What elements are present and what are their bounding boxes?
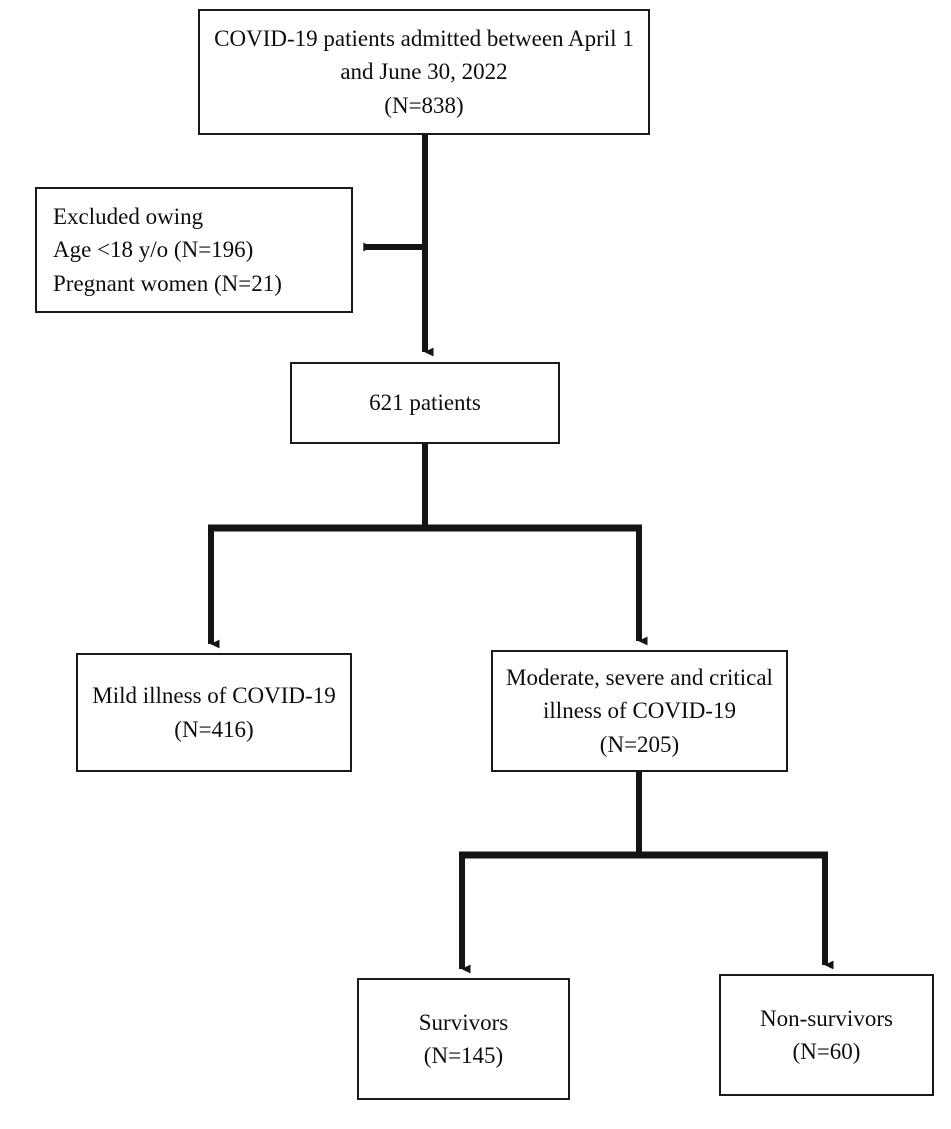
excluded-heading: Excluded owing [53,203,204,229]
eligible-box: 621 patients [290,362,560,444]
non-survivors-count: (N=60) [792,1039,861,1064]
non-survivors-label: Non-survivors [760,1005,893,1031]
enrollment-line-1: COVID-19 patients admitted between April… [214,25,634,51]
mild-illness-label: Mild illness of COVID-19 [92,683,336,709]
moderate-count: (N=205) [599,731,680,757]
eligible-count: 621 patients [369,390,481,416]
mild-illness-count: (N=416) [174,716,254,742]
survivors-count: (N=145) [423,1043,504,1068]
enrollment-box: COVID-19 patients admitted between April… [198,9,650,135]
mild-illness-box: Mild illness of COVID-19 (N=416) [76,653,352,772]
moderate-label-line-2: illness of COVID-19 [543,698,736,724]
survivors-box: Survivors (N=145) [357,978,570,1100]
excluded-reason-pregnancy: Pregnant women (N=21) [53,270,282,296]
enrollment-line-2: and June 30, 2022 [340,59,508,85]
excluded-reason-age: Age <18 y/o (N=196) [53,237,254,263]
moderate-label-line-1: Moderate, severe and critical [506,664,773,690]
survivors-label: Survivors [418,1009,509,1035]
enrollment-count: (N=838) [384,92,464,118]
excluded-box: Excluded owing Age <18 y/o (N=196) Pregn… [35,187,353,313]
non-survivors-box: Non-survivors (N=60) [719,974,934,1096]
moderate-severe-critical-box: Moderate, severe and critical illness of… [491,650,788,772]
